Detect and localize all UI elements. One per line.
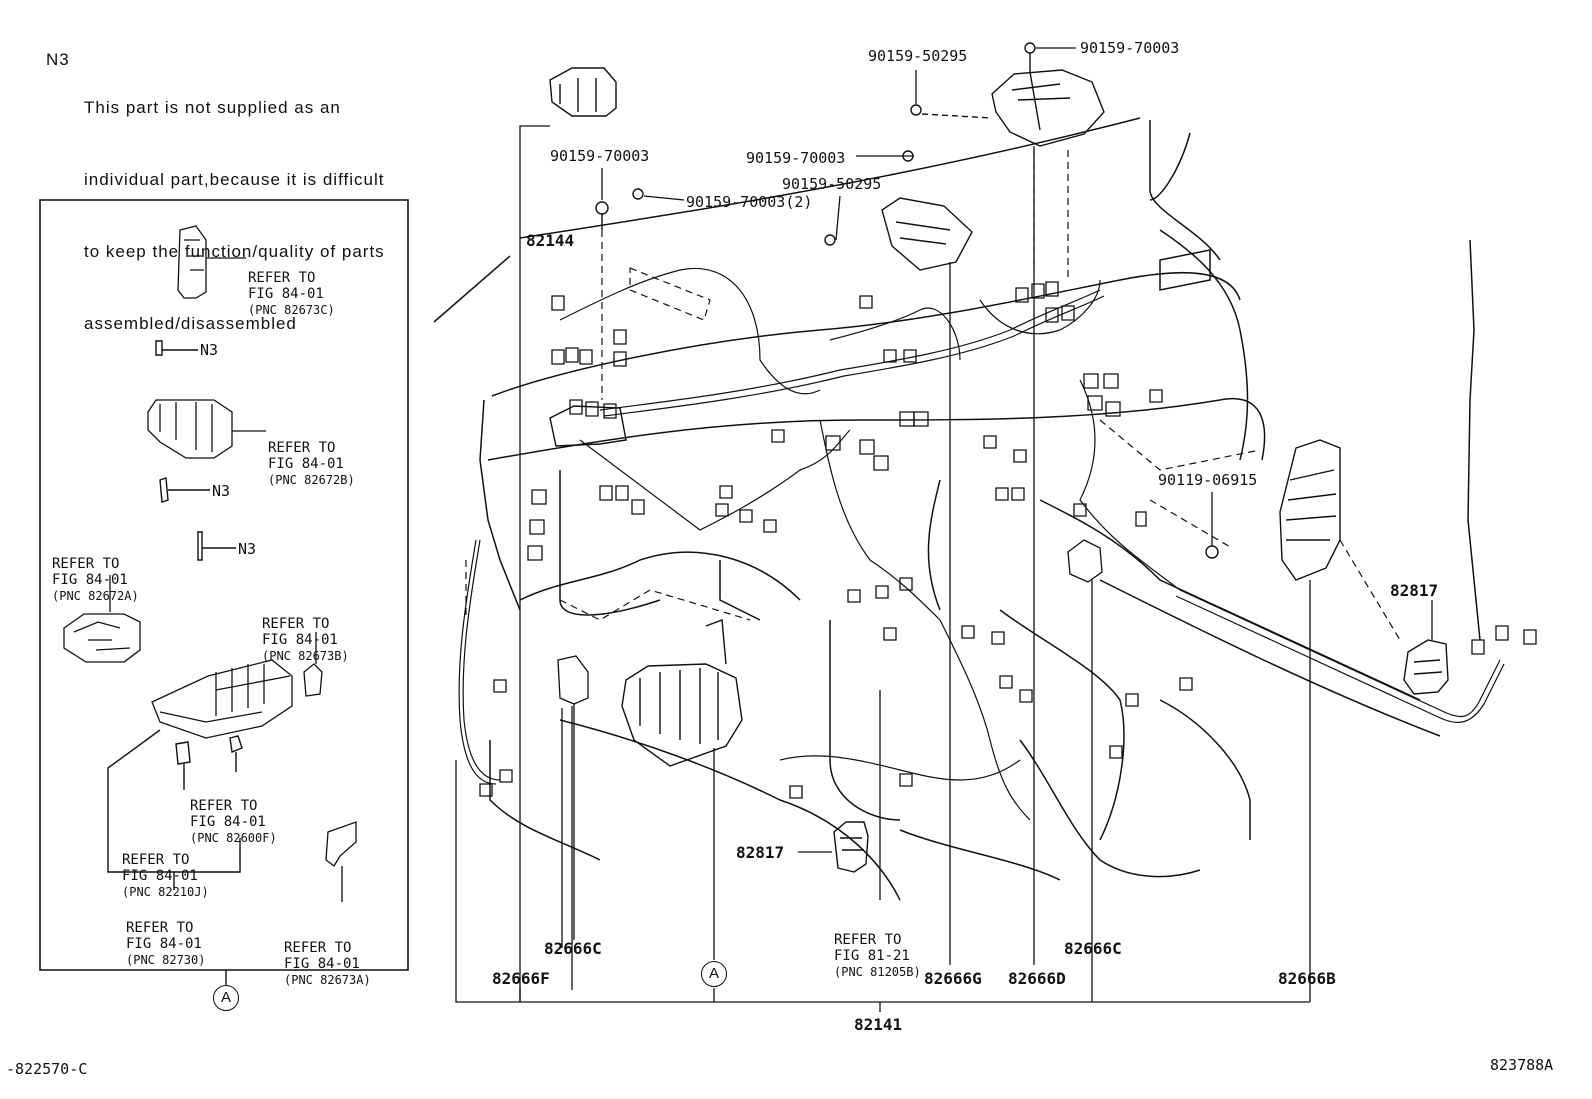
inset-n3-label-2: N3 [212, 482, 231, 500]
part-label-90159-50295-top: 90159-50295 [868, 47, 968, 65]
n3-note-line-2: individual part,because it is difficult [84, 170, 385, 189]
part-label-82666C-right: 82666C [1064, 939, 1122, 958]
footer-right-code: 823788A [1490, 1056, 1554, 1074]
part-label-82666G: 82666G [924, 969, 982, 988]
component-dash-bracket [550, 406, 626, 446]
inset-frame [40, 200, 408, 970]
part-label-90159-50295-mid: 90159-50295 [782, 175, 882, 193]
part-label-82817-center: 82817 [736, 843, 785, 862]
component-82666B [1280, 440, 1340, 580]
part-label-82666D: 82666D [1008, 969, 1066, 988]
part-label-90119-06915: 90119-06915 [1158, 471, 1258, 489]
part-label-82141: 82141 [854, 1015, 903, 1034]
inset-junction-block [152, 660, 292, 738]
callout-circle-a: A [701, 961, 727, 987]
inset-part-n3-b [160, 478, 210, 502]
part-label-90159-70003-mid: 90159-70003 [746, 149, 846, 167]
inset-bracket-82673A [326, 822, 356, 902]
component-82817-center [834, 822, 868, 872]
instrument-panel-outline [434, 118, 1480, 900]
n3-note-line-4: assembled/disassembled [84, 314, 297, 333]
inset-callout-circle-a: A [213, 985, 239, 1011]
leader-lines [456, 48, 1432, 1012]
component-82666C-left [558, 656, 588, 704]
inset-part-82672B [148, 400, 266, 458]
inset-bracket-leaders [108, 730, 240, 890]
inset-part-n3-c [198, 532, 236, 560]
n3-note-marker: N3 [46, 50, 70, 69]
part-label-82666C-left: 82666C [544, 939, 602, 958]
inset-n3-label-3: N3 [238, 540, 257, 558]
part-label-82144: 82144 [526, 231, 575, 250]
inset-n3-label-1: N3 [200, 341, 219, 359]
component-82817-right [1404, 640, 1448, 694]
component-bracket-top [911, 43, 1104, 146]
connectors [480, 282, 1536, 798]
part-label-90159-70003-top: 90159-70003 [1080, 39, 1180, 57]
footer-left-code: -822570-C [6, 1060, 88, 1078]
n3-note-line-1: This part is not supplied as an [84, 98, 341, 117]
dashed-leaders [466, 150, 1400, 640]
bolts [596, 151, 1218, 558]
part-label-82817-right: 82817 [1390, 581, 1439, 600]
wire-harness [459, 268, 1504, 820]
inset-part-82672A [64, 575, 140, 662]
inset-part-82673B [304, 632, 322, 696]
inset-part-82673C [178, 226, 246, 298]
n3-note-line-3: to keep the function/quality of parts [84, 242, 385, 261]
component-82144 [550, 68, 616, 116]
inset-fuse-82600F [230, 736, 242, 772]
component-82666C-right [1068, 540, 1102, 582]
part-label-90159-70003-2: 90159-70003(2) [686, 193, 813, 211]
component-82141-fuse-block [622, 620, 742, 766]
inset-relay-82210J [176, 742, 190, 790]
part-label-82666F: 82666F [492, 969, 550, 988]
component-relay-bracket [882, 198, 972, 270]
part-label-82666B: 82666B [1278, 969, 1336, 988]
part-label-90159-70003-left: 90159-70003 [550, 147, 650, 165]
inset-part-n3-a [156, 341, 198, 355]
